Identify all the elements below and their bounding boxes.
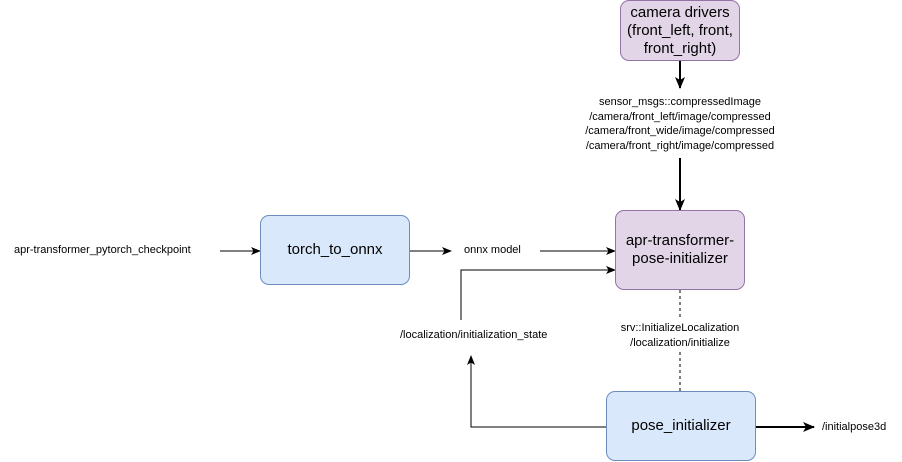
- camera-topics-label: sensor_msgs::compressedImage /camera/fro…: [585, 96, 775, 152]
- onnx-model-label: onnx model: [464, 244, 521, 256]
- edge-pose-to-initstate: [467, 355, 606, 428]
- initialization-state-label: /localization/initialization_state: [400, 329, 548, 341]
- edge-initstate-to-apr: [460, 266, 616, 320]
- torch-to-onnx-node: torch_to_onnx: [260, 215, 410, 285]
- initialpose3d-label: /initialpose3d: [822, 421, 887, 433]
- srv-initialize-label: srv::InitializeLocalization /localizatio…: [620, 322, 740, 349]
- apr-transformer-pose-initializer-node: apr-transformer- pose-initializer: [615, 210, 745, 290]
- pose-initializer-node: pose_initializer: [606, 391, 756, 461]
- checkpoint-label: apr-transformer_pytorch_checkpoint: [14, 244, 191, 256]
- camera-drivers-node: camera drivers (front_left, front, front…: [620, 0, 740, 61]
